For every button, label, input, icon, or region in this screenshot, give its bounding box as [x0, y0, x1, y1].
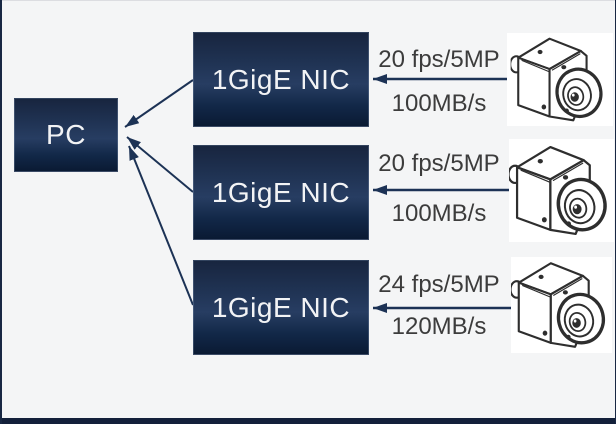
bandwidth-label-1: 100MB/s — [391, 90, 487, 117]
nic-label: 1GigE NIC — [211, 176, 351, 208]
frame-top-edge — [2, 0, 615, 1]
rate-label-2: 20 fps/5MP — [378, 150, 500, 177]
rate-label-1: 20 fps/5MP — [378, 46, 500, 73]
rate-label-3: 24 fps/5MP — [378, 271, 500, 298]
nic-box-2: 1GigE NIC — [193, 145, 369, 240]
arrow-nic1-to-pc — [124, 79, 194, 128]
bottom-accent-bar — [2, 418, 615, 424]
nic-label: 1GigE NIC — [211, 63, 351, 95]
bandwidth-label-3: 120MB/s — [391, 313, 487, 340]
camera-icon — [511, 257, 612, 353]
arrow-nic3-to-pc — [128, 145, 194, 306]
bandwidth-label-2: 100MB/s — [391, 200, 487, 227]
nic-box-3: 1GigE NIC — [193, 260, 369, 355]
camera-icon — [507, 33, 613, 126]
pc-label: PC — [46, 119, 86, 150]
nic-box-1: 1GigE NIC — [193, 32, 369, 127]
arrow-nic2-to-pc — [126, 136, 194, 193]
nic-label: 1GigE NIC — [211, 291, 351, 323]
camera-icon — [509, 139, 614, 242]
pc-box: PC — [14, 98, 118, 172]
